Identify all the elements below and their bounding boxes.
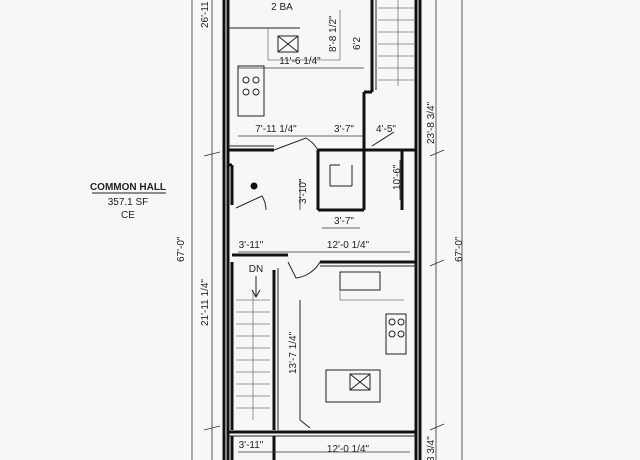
common-hall-walls (228, 150, 416, 279)
common-hall-code: CE (121, 210, 135, 221)
dim-3-7-a: 3'-7" (334, 124, 354, 135)
upper-unit-walls (228, 0, 416, 152)
dim-67-right: 67'-0" (454, 236, 465, 262)
dim-21-11: 21'-11 1/4" (200, 279, 211, 326)
common-hall-area: 357.1 SF (108, 197, 149, 208)
dim-23-8: 23'-8 3/4" (426, 101, 437, 144)
upper-bath-label: 2 BA (271, 2, 293, 13)
dim-67-left: 67'-0" (176, 236, 187, 262)
hall-marker-icon (250, 182, 258, 190)
dimension-lines (191, 0, 463, 460)
dim-3-11-a: 3'-11" (239, 240, 264, 251)
dim-bottom-right: 3 3/4" (426, 436, 437, 460)
dim-13-7: 13'-7 1/4" (288, 331, 299, 374)
exterior-walls (222, 0, 422, 460)
dim-3-10: 3'-10" (298, 178, 309, 204)
common-hall-title: COMMON HALL (90, 182, 166, 193)
dim-3-7-b: 3'-7" (334, 216, 354, 227)
dim-3-11-b: 3'-11" (239, 440, 264, 451)
dim-11-6: 11'-6 1/4" (279, 56, 321, 67)
dim-4-5: 4'-5" (376, 124, 396, 135)
dim-12-0-b: 12'-0 1/4" (327, 444, 370, 455)
dim-8-8: 8'-8 1/2" (328, 15, 339, 52)
dim-6-2: 6'2 (352, 37, 363, 50)
dim-12-0-a: 12'-0 1/4" (327, 240, 370, 251)
dim-7-11: 7'-11 1/4" (255, 124, 297, 135)
lower-unit-walls (228, 262, 416, 460)
stair-dn-label: DN (249, 264, 263, 275)
dim-26-11: 26'-11 (200, 1, 211, 28)
dim-10-6: 10'-6" (392, 164, 403, 190)
